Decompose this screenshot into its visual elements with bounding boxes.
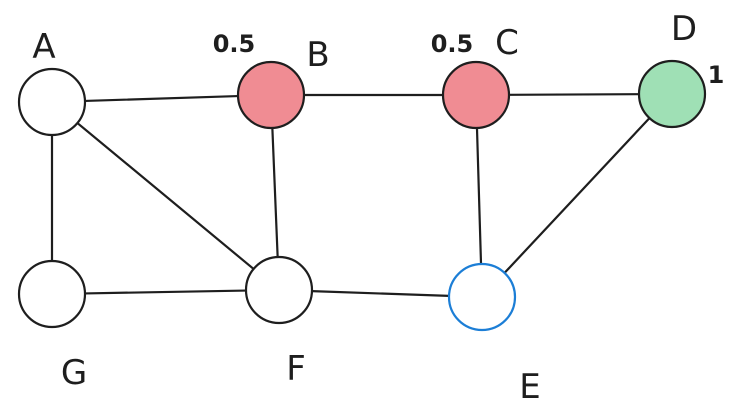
node-f — [244, 255, 314, 325]
node-label-c: C — [495, 23, 519, 63]
edge-f-e — [310, 290, 451, 297]
node-weight-b: 0.5 — [213, 30, 256, 58]
edge-c-d — [507, 93, 641, 96]
node-d — [637, 59, 707, 129]
node-label-a: A — [32, 27, 55, 67]
node-label-b: B — [306, 35, 329, 75]
node-weight-c: 0.5 — [431, 30, 474, 58]
node-c — [441, 60, 511, 130]
edges-layer — [50, 93, 651, 297]
node-e — [447, 262, 517, 332]
node-weight-d: 1 — [708, 61, 725, 89]
node-label-d: D — [671, 9, 697, 49]
edge-b-f — [271, 126, 279, 259]
node-g — [17, 259, 87, 329]
edge-g-f — [83, 289, 248, 295]
nodes-layer — [17, 59, 707, 332]
node-a — [17, 67, 87, 137]
edge-a-b — [83, 94, 240, 103]
edge-a-f — [76, 121, 255, 271]
node-b — [236, 60, 306, 130]
node-label-f: F — [286, 349, 306, 389]
edge-c-e — [475, 126, 483, 266]
labels-layer: A B 0.5 C 0.5 D1E F G — [32, 9, 724, 407]
node-label-e: E — [519, 367, 540, 407]
edge-d-e — [503, 116, 651, 275]
node-label-g: G — [61, 353, 87, 393]
